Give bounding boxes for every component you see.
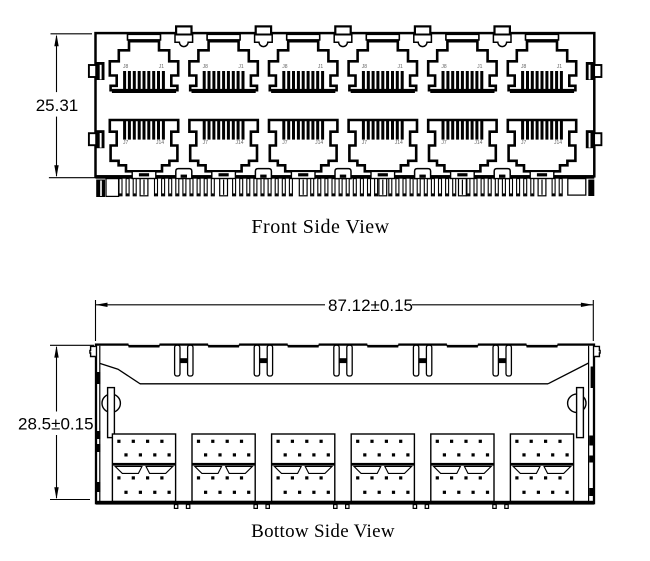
- svg-text:J14: J14: [156, 140, 164, 146]
- svg-text:J1: J1: [557, 64, 563, 70]
- svg-text:J1: J1: [398, 64, 404, 70]
- svg-text:J14: J14: [554, 140, 562, 146]
- svg-text:J14: J14: [395, 140, 403, 146]
- svg-text:28.5±0.15: 28.5±0.15: [18, 414, 94, 433]
- svg-text:J7: J7: [123, 140, 129, 146]
- svg-text:J8: J8: [203, 64, 209, 70]
- svg-text:J7: J7: [203, 140, 209, 146]
- svg-text:J7: J7: [362, 140, 368, 146]
- svg-text:J8: J8: [282, 64, 288, 70]
- svg-text:J1: J1: [159, 64, 165, 70]
- svg-text:J7: J7: [282, 140, 288, 146]
- svg-text:25.31: 25.31: [36, 96, 79, 115]
- svg-text:J1: J1: [238, 64, 244, 70]
- svg-text:Bottow Side View: Bottow Side View: [251, 521, 395, 542]
- svg-text:Front Side View: Front Side View: [251, 216, 389, 238]
- svg-text:J14: J14: [474, 140, 482, 146]
- svg-text:J8: J8: [123, 64, 129, 70]
- svg-text:J8: J8: [441, 64, 447, 70]
- svg-text:J7: J7: [521, 140, 527, 146]
- svg-text:J8: J8: [362, 64, 368, 70]
- svg-text:87.12±0.15: 87.12±0.15: [328, 296, 413, 315]
- svg-text:J14: J14: [236, 140, 244, 146]
- svg-text:J1: J1: [477, 64, 483, 70]
- svg-text:J8: J8: [521, 64, 527, 70]
- svg-text:J14: J14: [315, 140, 323, 146]
- svg-text:J7: J7: [441, 140, 447, 146]
- svg-text:J1: J1: [318, 64, 324, 70]
